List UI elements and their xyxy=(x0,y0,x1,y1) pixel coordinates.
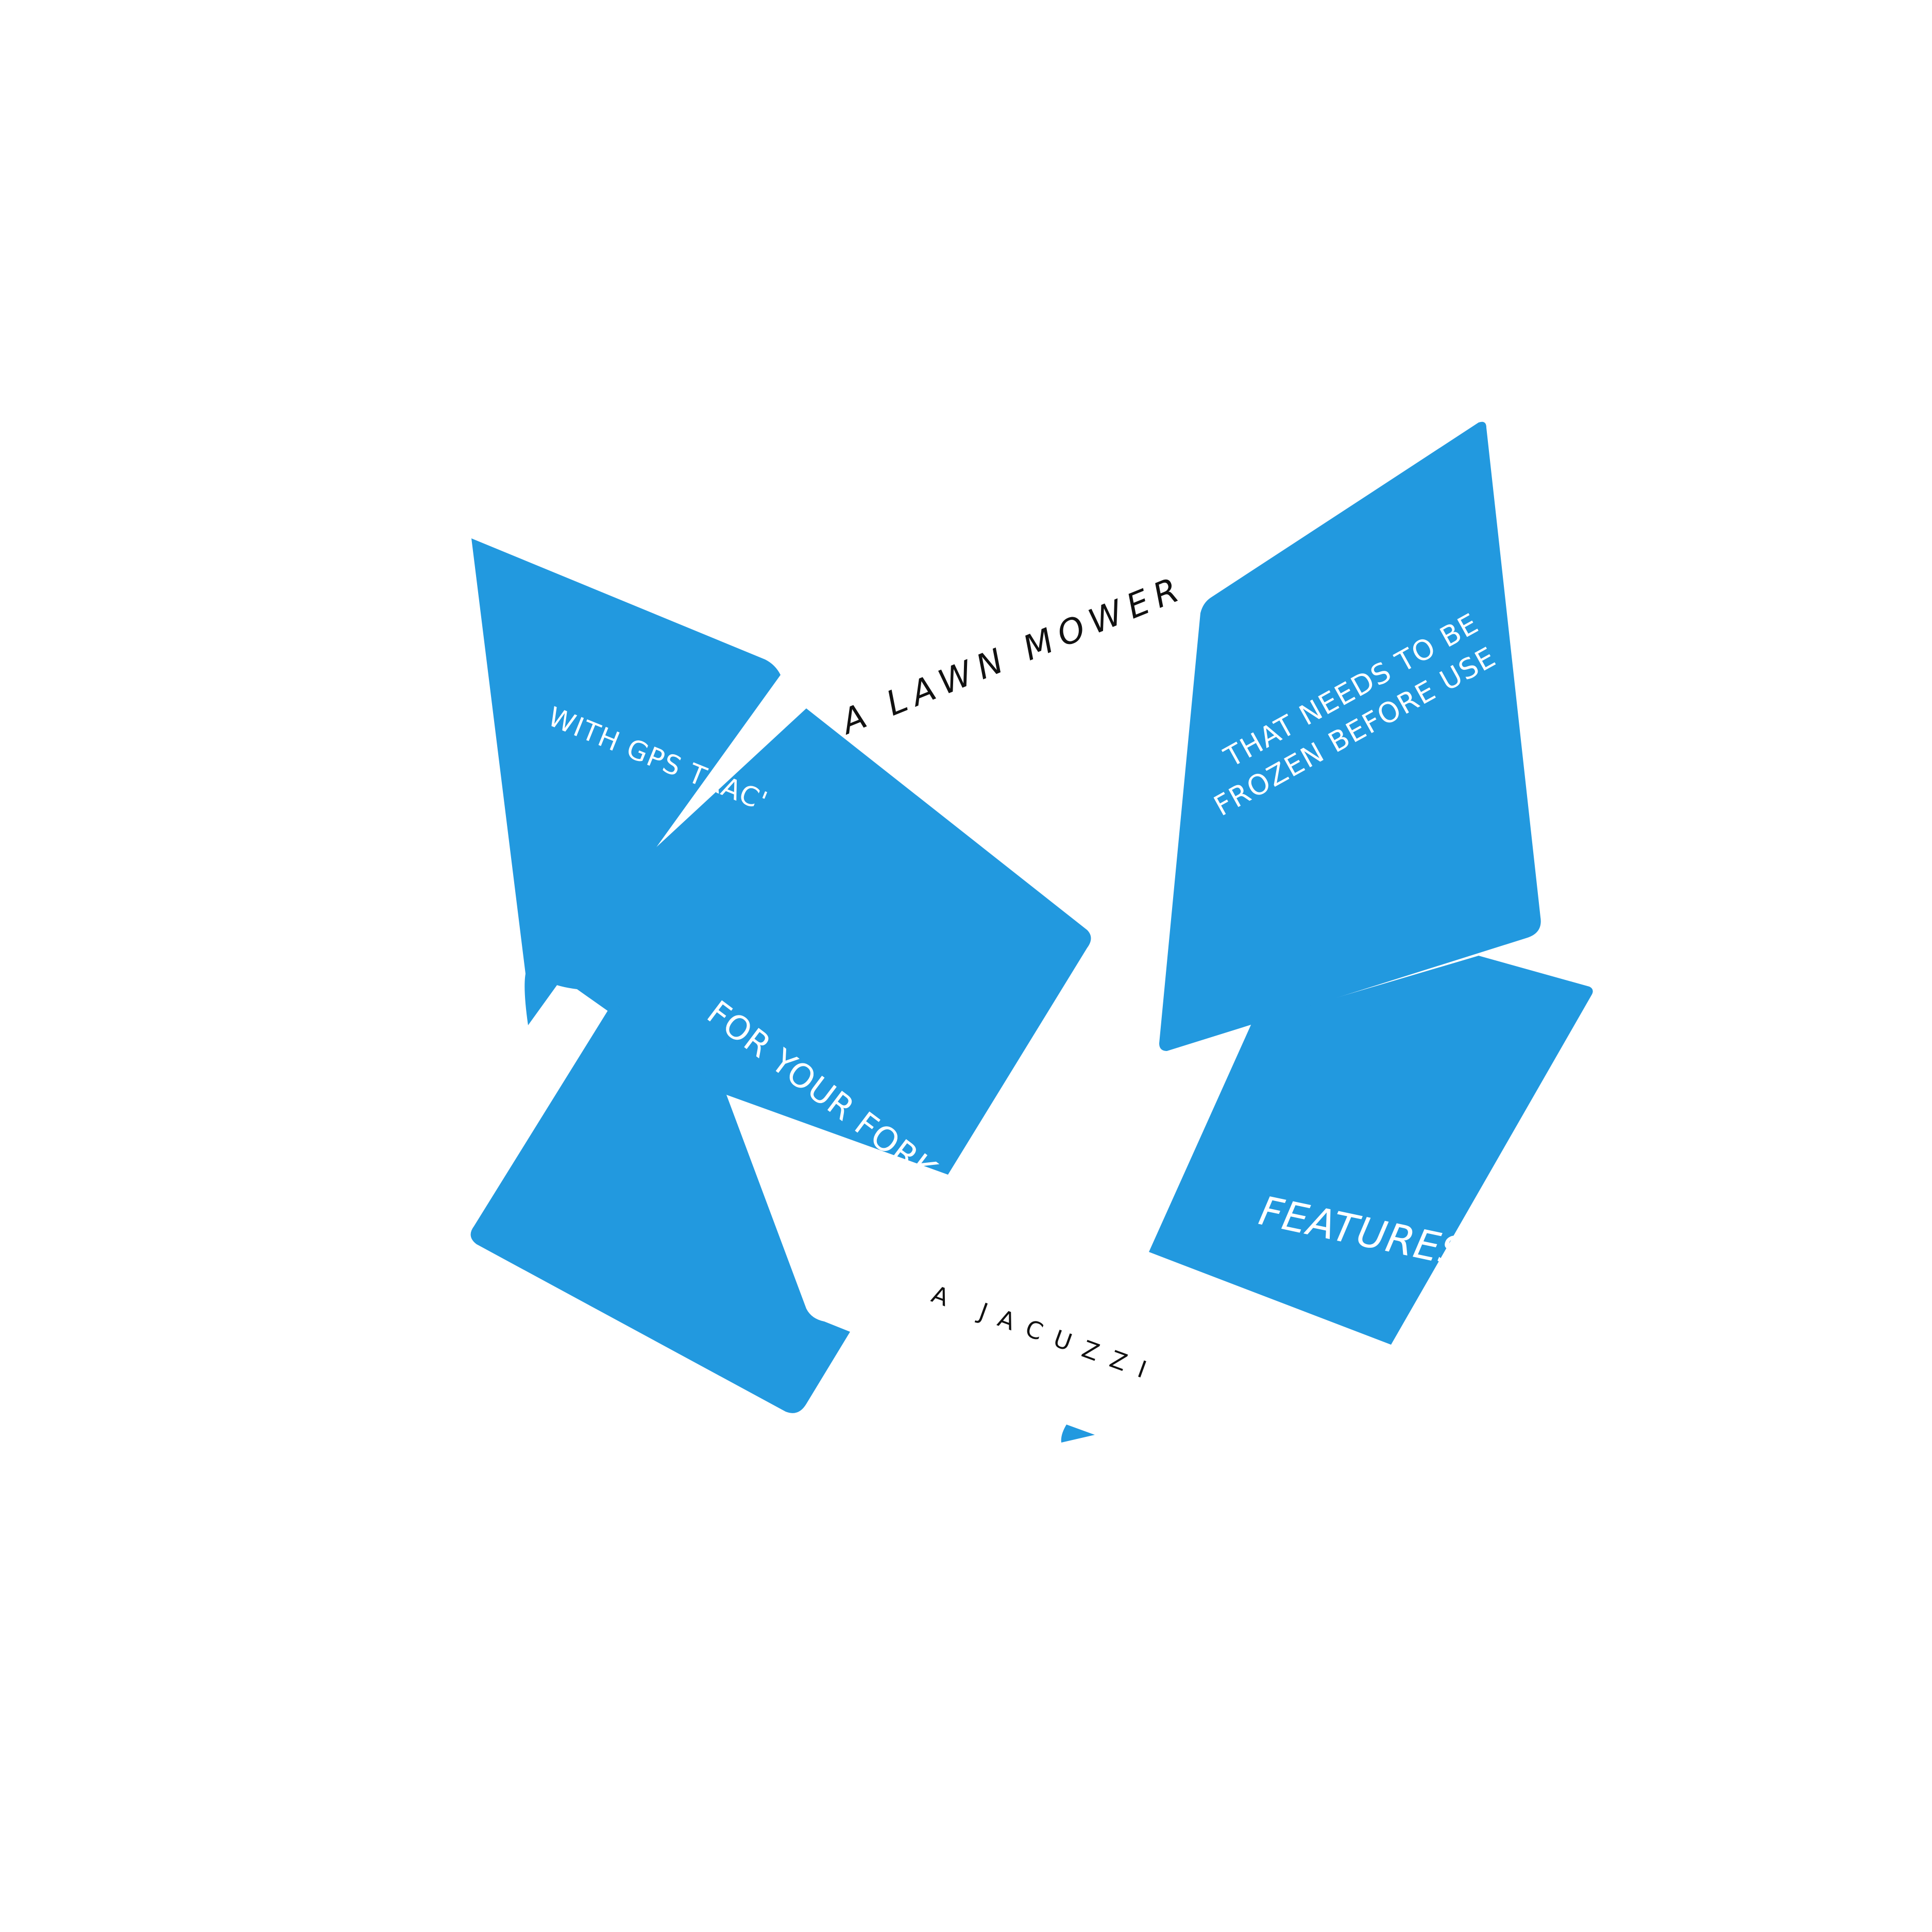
text-lawn-mower: A LAWN MOWER xyxy=(834,568,1191,743)
text-jacuzzi: A JACUZZI xyxy=(928,1280,1162,1388)
panel-top-right xyxy=(1159,421,1541,1051)
panel-bottom-left xyxy=(470,1002,850,1413)
small-triangle-shape xyxy=(1061,1425,1095,1443)
panel-center xyxy=(531,708,1091,1175)
panel-top-left xyxy=(471,538,781,1025)
panel-bottom-right xyxy=(1149,956,1593,1345)
